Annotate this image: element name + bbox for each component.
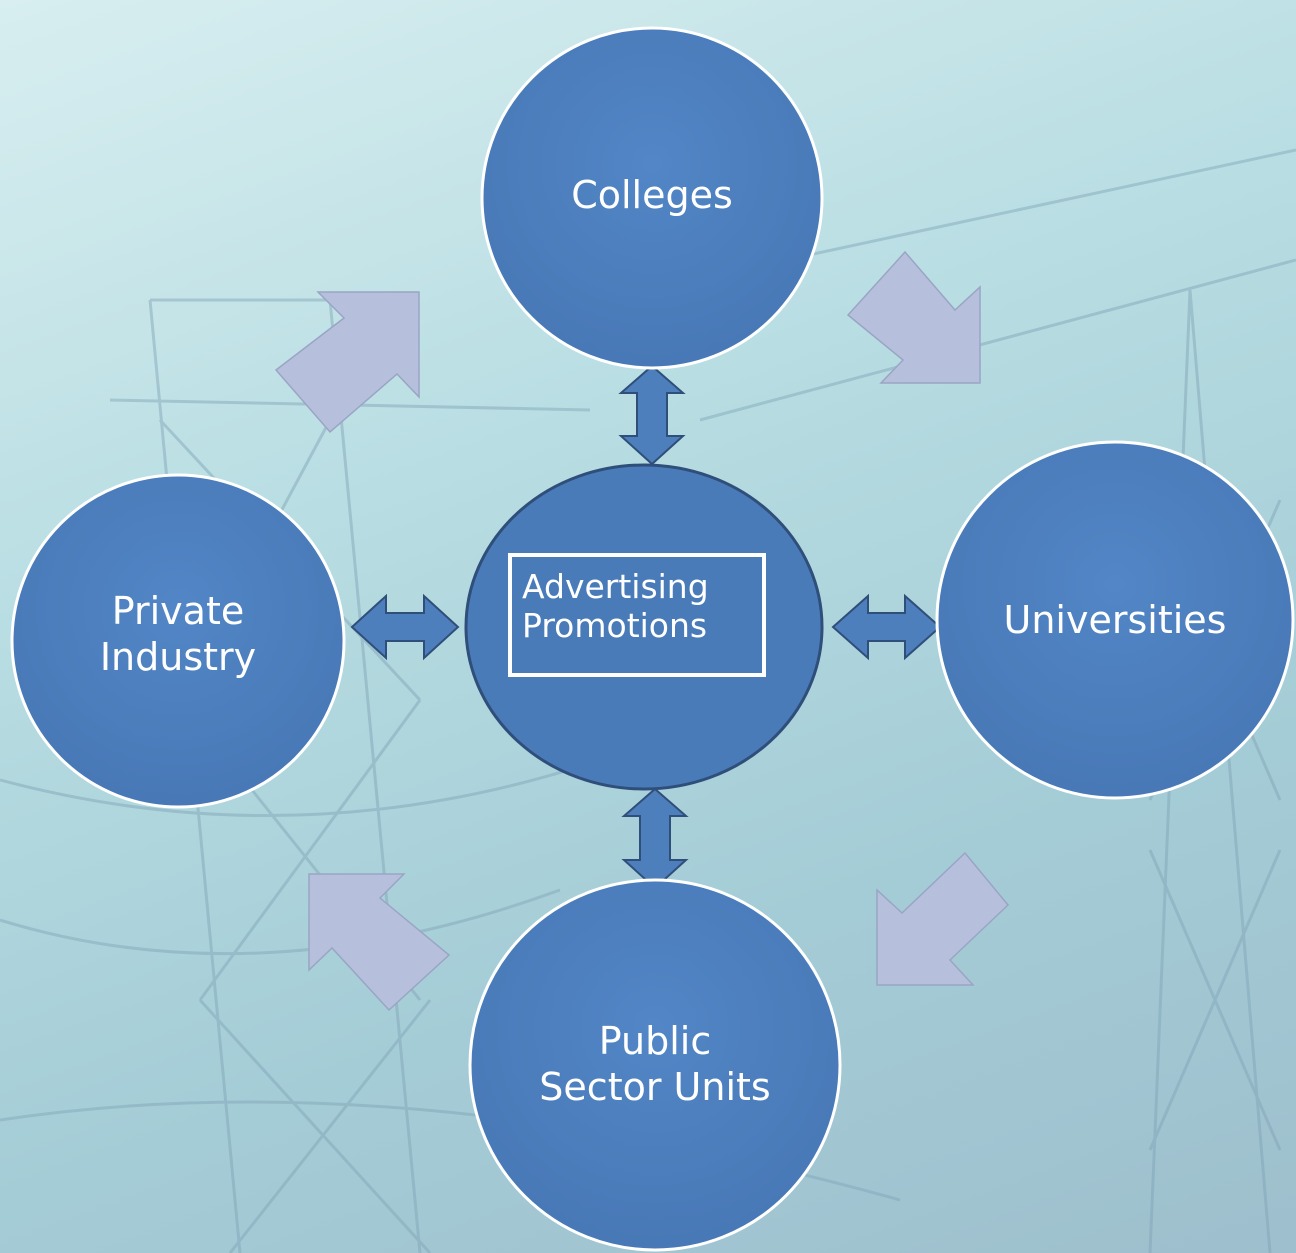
connector-arrow-top [618,364,686,466]
node-private-industry [10,473,346,809]
connector-arrow-bottom [621,787,689,890]
center-node [464,463,824,791]
connector-arrow-left [350,593,460,661]
private-industry-label: Private Industry [99,589,257,680]
center-label: Advertising Promotions [522,567,709,645]
center-label-box [508,553,766,677]
flow-arrow-top-to-right [846,250,981,384]
flow-arrow-bottom-to-left [308,873,451,1012]
public-sector-units-label: Public Sector Units [539,1019,771,1110]
universities-label: Universities [1003,598,1227,642]
colleges-label: Colleges [571,173,733,217]
node-public-sector-units [468,878,842,1252]
connector-arrow-right [831,593,942,661]
flow-arrow-left-to-top [274,291,420,434]
node-universities [935,440,1295,800]
node-colleges [480,26,824,370]
flow-arrow-right-to-bottom [876,851,1010,986]
